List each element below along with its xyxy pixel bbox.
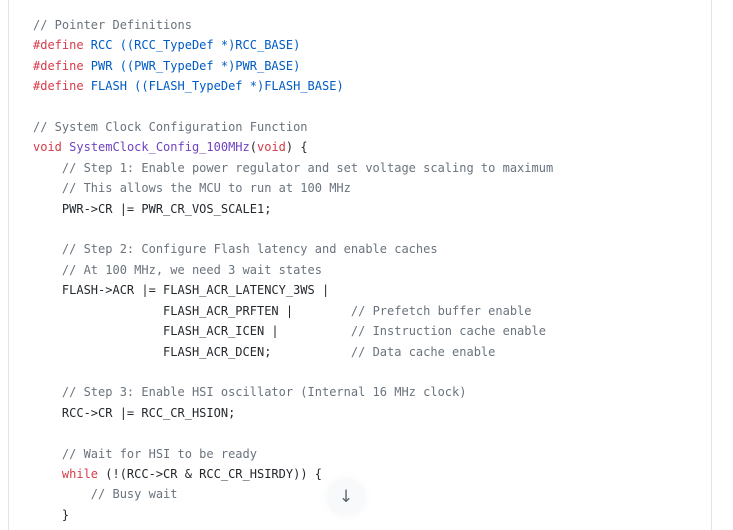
code-token: // Pointer Definitions [33, 18, 192, 32]
code-token: // At 100 MHz, we need 3 wait states [33, 262, 322, 277]
code-token: // Prefetch buffer enable [350, 303, 532, 318]
code-block: // Pointer Definitions #define RCC ((RCC_… [8, 0, 712, 530]
code-token: FLASH_ACR_PRFTEN | [33, 303, 351, 318]
code-line: FLASH_ACR_ICEN | // Instruction cache en… [33, 321, 699, 341]
code-line: // Step 2: Configure Flash latency and e… [33, 239, 699, 259]
code-content: // Pointer Definitions #define RCC ((RCC_… [9, 0, 711, 530]
code-line: FLASH_ACR_DCEN; // Data cache enable [33, 342, 699, 362]
code-token: // Step 1: Enable power regulator and se… [33, 160, 554, 175]
code-line: FLASH->ACR |= FLASH_ACR_LATENCY_3WS | [33, 280, 699, 300]
code-line: #define PWR ((PWR_TypeDef *)PWR_BASE) [33, 56, 699, 76]
code-token: FLASH->ACR |= FLASH_ACR_LATENCY_3WS | [33, 283, 330, 298]
code-line: // Busy wait [33, 484, 699, 504]
code-line: PWR->CR |= PWR_CR_VOS_SCALE1; [33, 199, 699, 219]
code-token [33, 467, 62, 481]
code-line: RCC->CR |= RCC_CR_HSION; [33, 403, 699, 423]
code-token: // Instruction cache enable [350, 324, 546, 339]
code-token: // Step 2: Configure Flash latency and e… [33, 242, 438, 257]
code-token: while [61, 466, 99, 481]
code-line: // This allows the MCU to run at 100 MHz [33, 178, 699, 198]
code-token: } [33, 507, 70, 522]
code-line [33, 362, 699, 382]
code-line [33, 423, 699, 443]
code-token: #define [33, 79, 84, 94]
code-line: #define FLASH ((FLASH_TypeDef *)FLASH_BA… [33, 76, 699, 96]
code-line: FLASH_ACR_PRFTEN | // Prefetch buffer en… [33, 301, 699, 321]
code-token: SystemClock_Config_100MHz [69, 140, 250, 155]
code-token: #define [33, 58, 84, 73]
code-line [33, 219, 699, 239]
code-line: // System Clock Configuration Function [33, 117, 699, 137]
code-token: // Busy wait [33, 487, 178, 502]
code-line: } [33, 505, 699, 525]
code-token: PWR ((PWR_TypeDef *)PWR_BASE) [83, 58, 301, 73]
code-line: #define RCC ((RCC_TypeDef *)RCC_BASE) [33, 35, 699, 55]
code-token: void [33, 140, 62, 155]
code-token: // This allows the MCU to run at 100 MHz [33, 181, 351, 196]
down-arrow-icon: ↓ [338, 486, 354, 507]
scroll-down-button[interactable]: ↓ [327, 478, 365, 516]
code-token: FLASH_ACR_DCEN; [33, 344, 351, 359]
code-token: ) { [285, 140, 308, 155]
code-line: // At 100 MHz, we need 3 wait states [33, 260, 699, 280]
code-line [33, 97, 699, 117]
code-token: // Wait for HSI to be ready [33, 446, 257, 461]
code-token: PWR->CR |= PWR_CR_VOS_SCALE1; [33, 201, 272, 216]
code-token: // Step 3: Enable HSI oscillator (Intern… [33, 385, 467, 400]
code-token: #define [33, 38, 84, 53]
code-line: void SystemClock_Config_100MHz(void) { [33, 137, 699, 157]
code-token: FLASH ((FLASH_TypeDef *)FLASH_BASE) [83, 79, 344, 94]
code-token: RCC->CR |= RCC_CR_HSION; [33, 405, 236, 420]
code-line: // Step 3: Enable HSI oscillator (Intern… [33, 382, 699, 402]
code-line: // Pointer Definitions [33, 15, 699, 35]
code-line: // Wait for HSI to be ready [33, 444, 699, 464]
code-token: (!(RCC->CR & RCC_CR_HSIRDY)) { [98, 466, 322, 481]
code-token: void [257, 140, 286, 155]
code-token: FLASH_ACR_ICEN | [33, 324, 351, 339]
code-token: ( [249, 140, 257, 155]
code-line: while (!(RCC->CR & RCC_CR_HSIRDY)) { [33, 464, 699, 484]
code-line: // Step 1: Enable power regulator and se… [33, 158, 699, 178]
code-token: RCC ((RCC_TypeDef *)RCC_BASE) [83, 38, 301, 53]
code-token: // Data cache enable [350, 344, 496, 359]
code-token: // System Clock Configuration Function [33, 120, 308, 135]
